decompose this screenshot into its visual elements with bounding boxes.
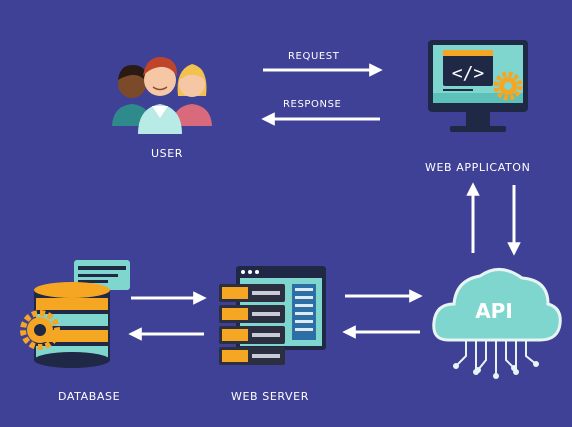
user-group-icon bbox=[112, 56, 212, 134]
api-label: API bbox=[475, 299, 513, 323]
web-app-label: WEB APPLICATON bbox=[425, 161, 531, 174]
web-server-icon bbox=[219, 266, 326, 365]
api-cloud-icon: API bbox=[432, 268, 562, 379]
web-server-label: WEB SERVER bbox=[231, 390, 309, 403]
response-label: RESPONSE bbox=[283, 99, 342, 110]
web-app-monitor-icon: </> bbox=[428, 40, 528, 132]
gear-icon bbox=[493, 71, 523, 101]
svg-text:</>: </> bbox=[452, 63, 485, 84]
user-label: USER bbox=[151, 147, 184, 160]
database-label: DATABASE bbox=[58, 390, 121, 403]
gear-icon bbox=[20, 310, 60, 350]
database-icon bbox=[20, 260, 130, 368]
request-label: REQUEST bbox=[288, 51, 340, 62]
